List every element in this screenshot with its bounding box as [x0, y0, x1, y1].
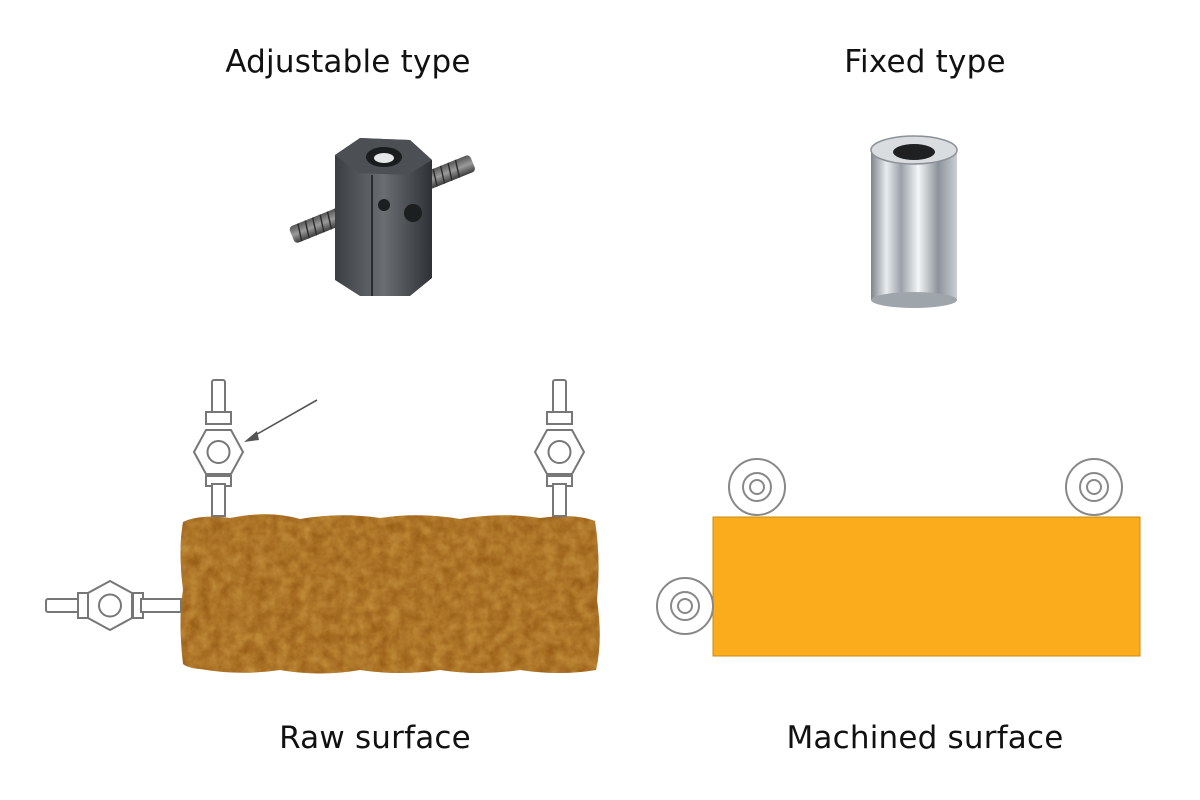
fixed-support-photo: [870, 135, 958, 308]
fixed-support-top-left: [728, 458, 786, 516]
fixed-support-side: [656, 577, 714, 635]
adjustable-support-photo: [289, 138, 475, 296]
adjustable-support-right: [533, 379, 586, 517]
machined-workpiece: [712, 516, 1141, 657]
fixed-support-top-right: [1065, 458, 1123, 516]
machined-surface-label: Machined surface: [786, 720, 1064, 756]
raw-surface-label: Raw surface: [279, 720, 471, 756]
adjustable-type-label: Adjustable type: [225, 44, 471, 80]
adjustable-support-left: [192, 379, 245, 517]
pointer-arrow: [244, 399, 318, 442]
adjustable-support-side: [45, 579, 182, 632]
raw-workpiece: [180, 514, 600, 674]
fixed-type-label: Fixed type: [844, 44, 1006, 80]
